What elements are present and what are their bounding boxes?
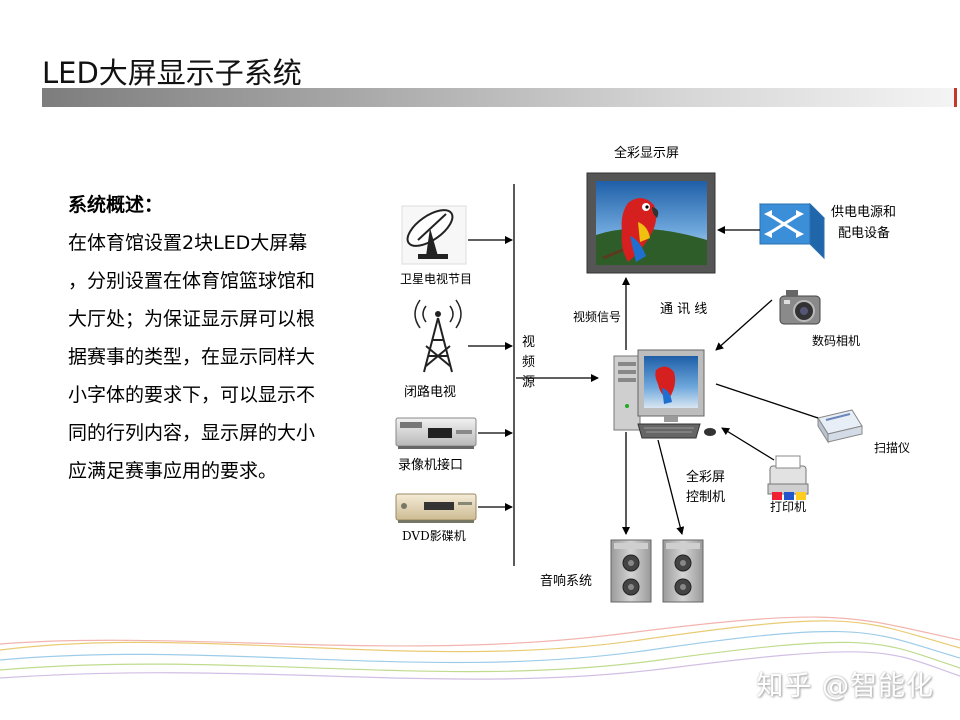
overview-line: ，分别设置在体育馆篮球馆和	[68, 270, 316, 292]
overview-heading: 系统概述：	[68, 194, 164, 216]
overview-line: 应满足赛事应用的要求。	[68, 460, 278, 482]
arrow-camera	[715, 299, 773, 351]
overview-line: 在体育馆设置2块LED大屏幕	[68, 232, 308, 254]
audio-label: 音响系统	[540, 574, 593, 589]
vcr-label: 录像机接口	[398, 458, 464, 473]
speaker-right-icon	[662, 539, 704, 603]
controller-label-line1: 全彩屏	[686, 470, 726, 485]
controller-label-line2: 控制机	[686, 490, 726, 505]
watermark-text: 知乎 @智能化	[756, 671, 934, 702]
dvd-player-icon	[395, 493, 477, 523]
cctv-label: 闭路电视	[404, 385, 457, 400]
satellite-label: 卫星电视节目	[400, 272, 473, 286]
scanner-label: 扫描仪	[874, 441, 911, 455]
video-signal-label: 视频信号	[573, 310, 622, 324]
camera-label: 数码相机	[812, 334, 861, 348]
decorative-wave-lines	[0, 616, 960, 680]
power-label-line1: 供电电源和	[831, 205, 897, 220]
comm-line-label: 通 讯 线	[660, 302, 708, 317]
printer-icon	[767, 455, 809, 500]
overview-line: 同的行列内容，显示屏的大小	[68, 422, 316, 444]
page-title: LED大屏显示子系统	[42, 56, 302, 90]
overview-line: 据赛事的类型，在显示同样大	[68, 346, 316, 368]
speaker-left-icon	[610, 539, 652, 603]
power-distribution-icon	[758, 202, 826, 260]
digital-camera-icon	[779, 290, 821, 325]
title-bar-accent	[954, 88, 957, 107]
overview-text-block: 系统概述： 在体育馆设置2块LED大屏幕 ，分别设置在体育馆篮球馆和 大厅处；为…	[68, 186, 358, 490]
satellite-dish-icon	[401, 205, 467, 265]
overview-line: 大厅处；为保证显示屏可以根	[68, 308, 316, 330]
video-source-label: 视 频 源	[522, 335, 536, 390]
vcr-icon	[395, 417, 477, 449]
dvd-label: DVD影碟机	[402, 529, 466, 543]
display-label: 全彩显示屏	[614, 146, 680, 161]
led-display-screen-icon	[586, 172, 716, 274]
arrow-to-audio-2	[657, 439, 685, 535]
cctv-tower-icon	[414, 299, 462, 373]
title-underline-bar	[42, 88, 954, 107]
control-computer-icon	[613, 349, 716, 439]
line-scanner	[715, 383, 819, 419]
printer-label: 打印机	[770, 500, 807, 514]
power-label-line2: 配电设备	[838, 226, 891, 241]
scanner-icon	[817, 409, 863, 444]
arrow-printer	[721, 427, 775, 461]
overview-line: 小字体的要求下，可以显示不	[68, 384, 316, 406]
